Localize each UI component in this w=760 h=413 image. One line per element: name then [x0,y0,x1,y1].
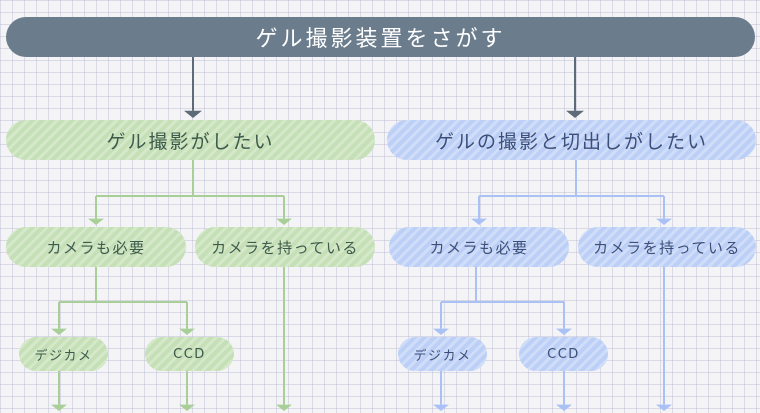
arrowhead-9 [276,218,292,225]
leaf-ccd-left: CCD [145,337,234,371]
arrowhead-7 [88,218,104,225]
arrowhead-35 [656,404,672,411]
arrowhead-27 [656,218,672,225]
arrowhead-13 [51,328,67,335]
arrowhead-21 [179,404,195,411]
arrowhead-37 [433,404,449,411]
arrowhead-3 [566,110,584,118]
branch-gel-imaging: ゲル撮影がしたい [6,120,375,160]
option-camera-needed-left: カメラも必要 [6,227,186,267]
leaf-digital-camera-left: デジカメ [19,337,108,371]
arrowhead-25 [471,218,487,225]
branch-gel-imaging-and-cutting: ゲルの撮影と切出しがしたい [387,120,756,160]
option-camera-needed-right: カメラも必要 [389,227,569,267]
arrowhead-1 [184,110,202,118]
arrowhead-33 [556,328,572,335]
arrowhead-19 [51,404,67,411]
leaf-digital-camera-right: デジカメ [398,337,487,371]
leaf-ccd-right: CCD [519,337,608,371]
arrowhead-15 [179,328,195,335]
title-bar: ゲル撮影装置をさがす [6,17,755,57]
option-have-camera-left: カメラを持っている [195,227,375,267]
arrowhead-17 [276,404,292,411]
arrowhead-39 [556,404,572,411]
arrowhead-31 [433,328,449,335]
option-have-camera-right: カメラを持っている [578,227,756,267]
